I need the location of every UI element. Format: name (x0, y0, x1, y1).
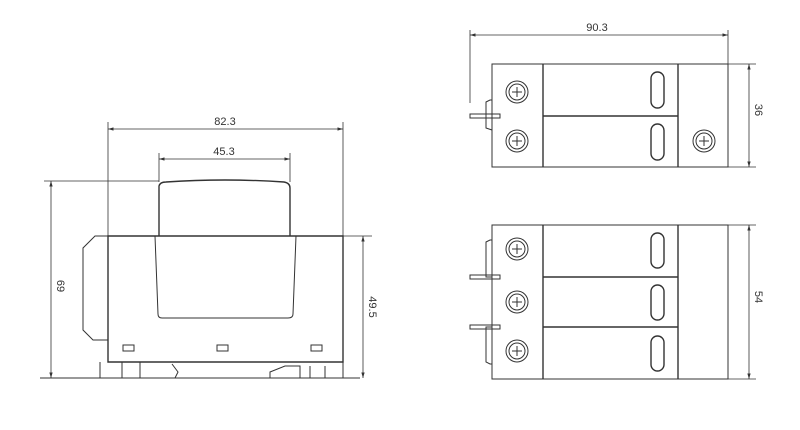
front-window (154, 235, 297, 319)
screw-icon (692, 129, 716, 153)
din-rail-clip (99, 362, 344, 379)
dim-label-width-2pole: 36 (752, 104, 764, 116)
top-view-3pole: 54 (469, 224, 764, 380)
indicator-window (650, 335, 665, 372)
screw-icon (505, 80, 529, 104)
body-outline (107, 235, 344, 363)
indicator-slot (310, 344, 323, 352)
screw-icon (505, 339, 529, 363)
dim-label-overall-width: 82.3 (214, 116, 235, 128)
screw-icon (505, 129, 529, 153)
left-clip (82, 235, 108, 341)
top-cap (158, 179, 291, 236)
dim-label-body-height: 49.5 (366, 296, 378, 317)
housing-outline (491, 224, 729, 380)
dim-label-overall-length: 90.3 (586, 22, 607, 34)
terminal-pin (469, 239, 501, 280)
screw-icon (505, 237, 529, 261)
indicator-window (650, 284, 665, 321)
terminal-pin (469, 324, 501, 365)
dim-label-width-3pole: 54 (752, 291, 764, 303)
dim-label-top-width: 45.3 (213, 146, 234, 158)
dim-label-overall-height: 69 (54, 280, 66, 292)
screw-icon (505, 290, 529, 314)
indicator-slot (122, 344, 135, 352)
top-view-2pole: 90.3 36 (469, 22, 764, 168)
indicator-slot (216, 344, 229, 352)
indicator-window (650, 71, 665, 109)
side-view: 82.3 45.3 69 49.5 (40, 116, 378, 379)
indicator-window (650, 123, 665, 161)
terminal-pin (469, 99, 501, 131)
indicator-window (650, 232, 665, 269)
